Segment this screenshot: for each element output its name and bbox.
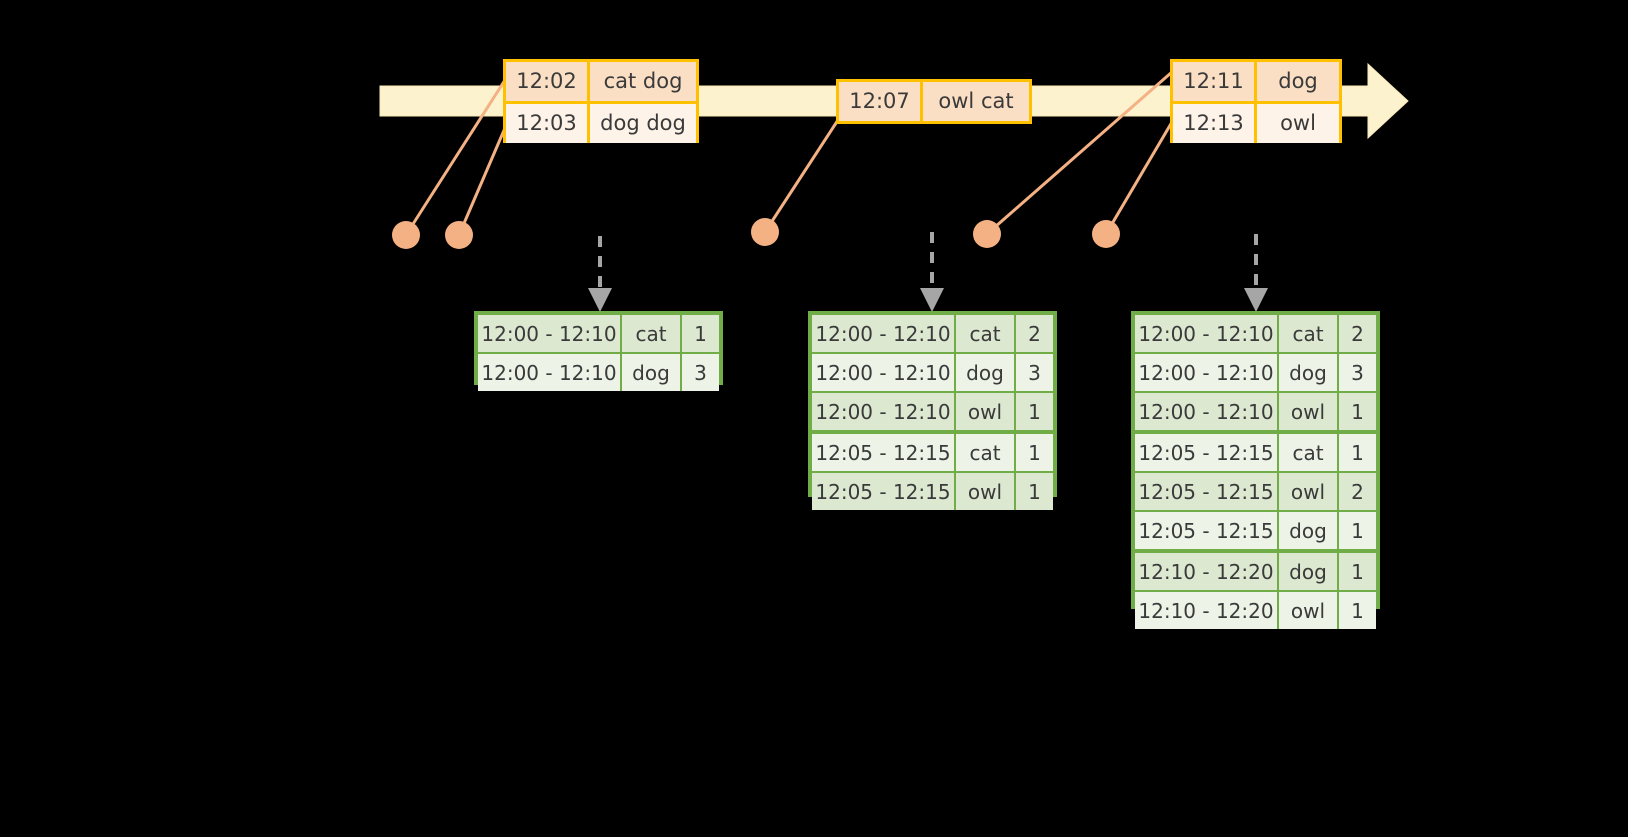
- event-group-2: 12:07 owl cat: [836, 79, 1032, 124]
- table-row: 12:10 - 12:20 dog 1: [1135, 553, 1376, 592]
- event-dot-4: [973, 220, 1001, 248]
- table-row: 12:05 - 12:15 owl 1: [812, 473, 1053, 510]
- result-count: 3: [694, 360, 707, 385]
- result-window: 12:05 - 12:15: [1135, 512, 1279, 549]
- result-window: 12:05 - 12:15: [812, 434, 956, 471]
- result-count: 3: [1351, 360, 1364, 385]
- event-row: 12:11 dog: [1173, 62, 1339, 101]
- event-group-1: 12:02 cat dog 12:03 dog dog: [503, 59, 699, 143]
- table-row: 12:05 - 12:15 dog 1: [1135, 512, 1376, 553]
- event-words: owl: [1280, 111, 1316, 135]
- event-row: 12:13 owl: [1173, 101, 1339, 143]
- result-word: owl: [956, 473, 1016, 510]
- connector-line-5: [1104, 120, 1174, 236]
- result-word: dog: [1279, 512, 1339, 549]
- result-word: dog: [1279, 354, 1339, 391]
- result-count: 1: [1351, 559, 1364, 584]
- result-count: 1: [1028, 399, 1041, 424]
- table-row: 12:10 - 12:20 owl 1: [1135, 592, 1376, 629]
- result-word: owl: [1279, 592, 1339, 629]
- event-words: owl cat: [938, 89, 1014, 113]
- event-row: 12:02 cat dog: [506, 62, 696, 101]
- table-row: 12:00 - 12:10 owl 1: [812, 393, 1053, 434]
- result-word: dog: [1279, 553, 1339, 590]
- result-window: 12:00 - 12:10: [478, 354, 622, 391]
- connector-line-3: [763, 118, 840, 234]
- result-window: 12:00 - 12:10: [812, 315, 956, 352]
- table-row: 12:05 - 12:15 owl 2: [1135, 473, 1376, 512]
- table-row: 12:00 - 12:10 dog 3: [478, 354, 719, 391]
- result-word: owl: [956, 393, 1016, 430]
- result-window: 12:00 - 12:10: [812, 393, 956, 430]
- result-count: 1: [1028, 440, 1041, 465]
- result-window: 12:05 - 12:15: [1135, 434, 1279, 471]
- result-table-2: 12:00 - 12:10 cat 2 12:00 - 12:10 dog 3 …: [808, 311, 1057, 510]
- result-count: 1: [1351, 518, 1364, 543]
- result-count: 2: [1028, 321, 1041, 346]
- table-row: 12:00 - 12:10 cat 2: [1135, 315, 1376, 354]
- event-dot-1: [392, 221, 420, 249]
- trigger-arrow-3: [1244, 234, 1268, 312]
- table-row: 12:00 - 12:10 cat 2: [812, 315, 1053, 354]
- connector-line-2: [457, 126, 507, 237]
- event-time: 12:11: [1173, 62, 1257, 101]
- result-word: owl: [1279, 393, 1339, 430]
- result-count: 2: [1351, 479, 1364, 504]
- result-word: owl: [1279, 473, 1339, 510]
- result-window: 12:05 - 12:15: [1135, 473, 1279, 510]
- result-window: 12:10 - 12:20: [1135, 592, 1279, 629]
- result-window: 12:00 - 12:10: [812, 354, 956, 391]
- event-words: cat dog: [603, 69, 683, 93]
- table-row: 12:00 - 12:10 dog 3: [812, 354, 1053, 393]
- trigger-arrows: [588, 232, 1268, 312]
- event-time: 12:13: [1173, 104, 1257, 143]
- result-count: 3: [1028, 360, 1041, 385]
- result-word: dog: [622, 354, 682, 391]
- table-row: 12:00 - 12:10 owl 1: [1135, 393, 1376, 434]
- event-words: dog dog: [600, 111, 686, 135]
- result-word: cat: [1279, 434, 1339, 471]
- result-word: cat: [956, 315, 1016, 352]
- event-time: 12:02: [506, 62, 590, 101]
- result-count: 1: [1351, 598, 1364, 623]
- connector-line-1: [404, 78, 507, 237]
- event-words: dog: [1278, 69, 1318, 93]
- table-row: 12:00 - 12:10 cat 1: [478, 315, 719, 354]
- result-count: 1: [694, 321, 707, 346]
- event-dot-5: [1092, 220, 1120, 248]
- trigger-arrow-2: [920, 232, 944, 312]
- event-row: 12:03 dog dog: [506, 101, 696, 143]
- table-row: 12:00 - 12:10 dog 3: [1135, 354, 1376, 393]
- event-group-3: 12:11 dog 12:13 owl: [1170, 59, 1342, 143]
- result-word: cat: [1279, 315, 1339, 352]
- result-count: 1: [1028, 479, 1041, 504]
- event-time: 12:03: [506, 104, 590, 143]
- result-window: 12:00 - 12:10: [1135, 315, 1279, 352]
- result-window: 12:00 - 12:10: [1135, 354, 1279, 391]
- result-count: 1: [1351, 399, 1364, 424]
- result-count: 1: [1351, 440, 1364, 465]
- table-row: 12:05 - 12:15 cat 1: [812, 434, 1053, 473]
- result-word: cat: [956, 434, 1016, 471]
- result-window: 12:00 - 12:10: [478, 315, 622, 352]
- event-dot-2: [445, 221, 473, 249]
- result-window: 12:00 - 12:10: [1135, 393, 1279, 430]
- result-count: 2: [1351, 321, 1364, 346]
- result-table-1: 12:00 - 12:10 cat 1 12:00 - 12:10 dog 3: [474, 311, 723, 391]
- event-dot-3: [751, 218, 779, 246]
- event-dots: [392, 218, 1120, 249]
- event-row: 12:07 owl cat: [839, 82, 1029, 121]
- result-window: 12:10 - 12:20: [1135, 553, 1279, 590]
- result-window: 12:05 - 12:15: [812, 473, 956, 510]
- result-word: cat: [622, 315, 682, 352]
- result-word: dog: [956, 354, 1016, 391]
- trigger-arrow-1: [588, 236, 612, 312]
- result-table-3: 12:00 - 12:10 cat 2 12:00 - 12:10 dog 3 …: [1131, 311, 1380, 629]
- event-time: 12:07: [839, 82, 923, 121]
- table-row: 12:05 - 12:15 cat 1: [1135, 434, 1376, 473]
